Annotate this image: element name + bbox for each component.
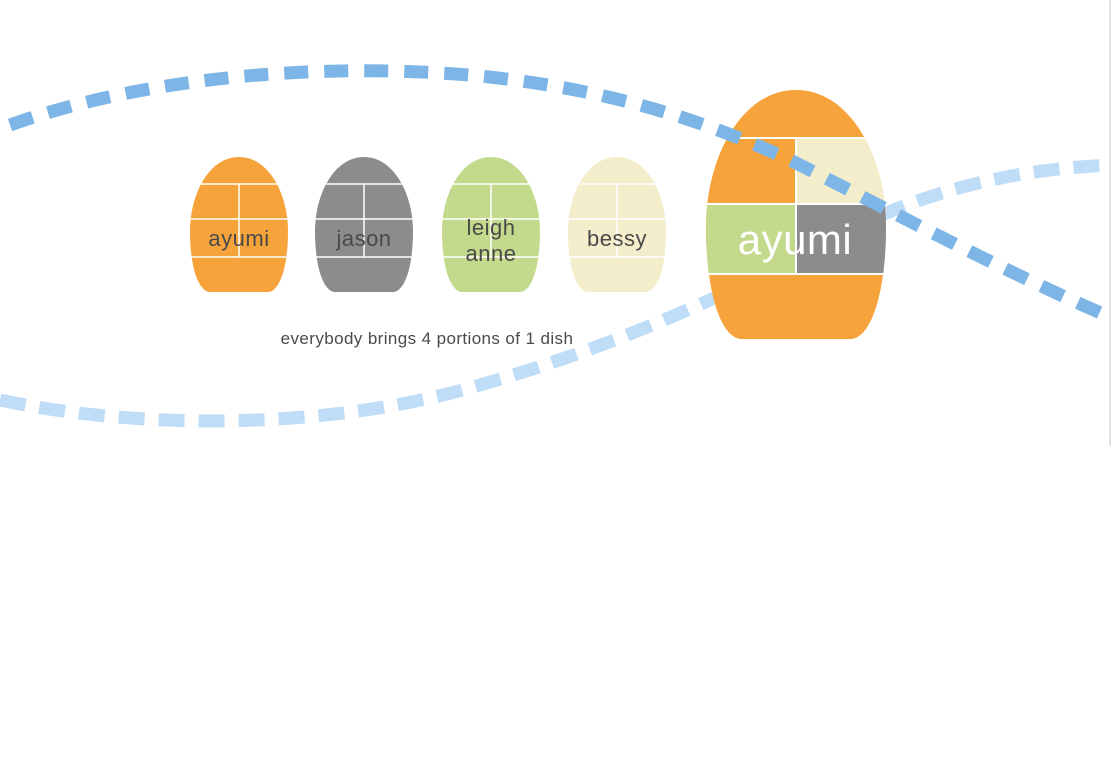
egg-ayumi: ayumi [190,157,288,292]
egg-label-line: anne [466,241,517,266]
caption: everybody brings 4 portions of 1 dish [281,329,574,348]
combined-egg-quadrant-top-left [706,138,796,204]
egg-ayumi-label: ayumi [208,226,269,251]
combined-egg-quadrant-bottom-right [796,204,886,274]
egg-jason-label: jason [335,226,391,251]
egg-label-line: bessy [587,226,647,251]
wave-dark [7,64,1112,324]
egg-bessy-body [568,157,666,292]
egg-label-line: leigh [467,215,516,240]
combined-egg: ayumi [706,90,886,339]
egg-bessy: bessy [568,157,666,292]
egg-label-line: ayumi [208,226,269,251]
wave-light [0,158,1112,428]
combined-egg-label: ayumi [738,216,853,263]
egg-jason: jason [315,157,413,292]
egg-ayumi-body [190,157,288,292]
egg-jason-body [315,157,413,292]
egg-label-line: jason [335,226,391,251]
egg-bessy-dividers [568,183,666,258]
egg-leigh-anne-dividers [442,183,540,258]
egg-jason-dividers [315,183,413,258]
combined-egg-quadrant-bottom-left [706,204,796,274]
egg-ayumi-dividers [190,183,288,258]
egg-bessy-label: bessy [587,226,647,251]
